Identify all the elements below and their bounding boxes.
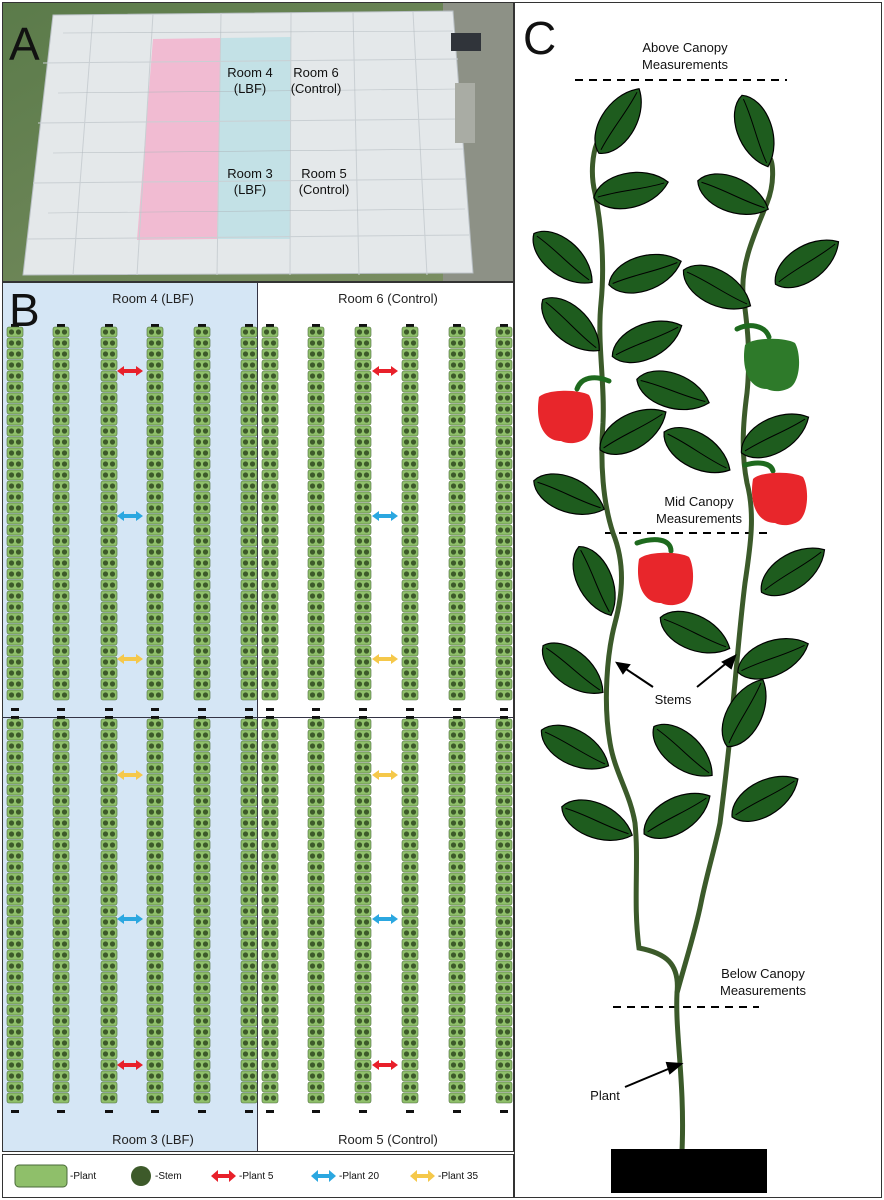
- plant-row: [146, 716, 164, 1113]
- photo-room-3-line1: Room 3: [227, 166, 273, 181]
- plant-row: [100, 716, 118, 1113]
- plant-row: [448, 716, 466, 1113]
- plant-row: [354, 716, 372, 1113]
- plant-35-arrow: [372, 770, 398, 780]
- stems-arrow-left: [615, 661, 654, 688]
- above-canopy-line1: Above Canopy: [642, 40, 728, 55]
- plant-rows-diagram: [6, 324, 513, 1113]
- legend-stem-swatch: [131, 1166, 151, 1186]
- plant-20-arrow: [117, 511, 143, 521]
- below-canopy-label: Below Canopy Measurements: [683, 965, 843, 999]
- plant-row: [448, 324, 466, 711]
- panel-a-letter: A: [9, 18, 40, 70]
- plant-20-arrow: [372, 511, 398, 521]
- legend-plant-text: -Plant: [70, 1171, 97, 1182]
- panel-b-room-layout: Room 4 (LBF) Room 6 (Control) Room 3 (LB…: [2, 282, 514, 1152]
- mid-canopy-line1: Mid Canopy: [664, 494, 734, 509]
- room-6-area: [258, 283, 513, 718]
- plant-row: [240, 324, 258, 711]
- plant-row: [401, 324, 419, 711]
- below-canopy-line2: Measurements: [720, 983, 806, 998]
- room-4-label: Room 4 (LBF): [112, 291, 194, 306]
- room-5-label: Room 5 (Control): [338, 1132, 438, 1147]
- room-4-area: [3, 283, 258, 718]
- above-canopy-line2: Measurements: [642, 57, 728, 72]
- pepper-plant-illustration: [522, 79, 849, 1193]
- plant-5-arrow: [372, 366, 398, 376]
- photo-room-4-line2: (LBF): [233, 81, 267, 96]
- room-3-label: Room 3 (LBF): [112, 1132, 194, 1147]
- plant-label: Plant: [590, 1088, 620, 1103]
- plant-row: [240, 716, 258, 1113]
- plant-5-arrow: [372, 1060, 398, 1070]
- plant-row: [495, 324, 513, 711]
- legend-plant5-arrow: [211, 1170, 236, 1182]
- plant-row: [495, 716, 513, 1113]
- plant-row: [261, 324, 279, 711]
- pepper-red-2: [742, 460, 808, 526]
- legend-plant20-text: -Plant 20: [339, 1171, 380, 1182]
- photo-room-6-line1: Room 6: [293, 65, 339, 80]
- plant-5-arrow: [117, 1060, 143, 1070]
- mid-canopy-label: Mid Canopy Measurements: [619, 493, 779, 527]
- legend-plant-swatch: [14, 1164, 68, 1188]
- legend-plant20-arrow: [311, 1170, 336, 1182]
- plant-row: [52, 716, 70, 1113]
- panel-c-plant-diagram: C Above Canopy Measurements Mid Canopy M…: [514, 2, 882, 1198]
- plant-20-arrow: [117, 914, 143, 924]
- plant-row: [6, 324, 24, 711]
- stems-arrow-right: [696, 654, 737, 688]
- plant-row: [193, 324, 211, 711]
- below-canopy-line1: Below Canopy: [721, 966, 805, 981]
- plant-row: [146, 324, 164, 711]
- legend-symbols: [14, 1164, 435, 1188]
- pepper-red-1: [537, 375, 612, 444]
- panel-c-letter: C: [523, 12, 557, 64]
- plant-arrow: [624, 1061, 684, 1088]
- photo-room-3-label: Room 3 (LBF): [225, 166, 275, 198]
- legend-stem-text: -Stem: [155, 1171, 182, 1182]
- above-canopy-label: Above Canopy Measurements: [605, 39, 765, 73]
- photo-room-6-line2: (Control): [290, 81, 342, 96]
- mid-canopy-line2: Measurements: [656, 511, 742, 526]
- photo-room-6-label: Room 6 (Control): [283, 65, 349, 97]
- stem-left: [589, 140, 686, 1154]
- plant-row: [193, 716, 211, 1113]
- plant-row: [52, 324, 70, 711]
- photo-room-5-label: Room 5 (Control): [291, 166, 357, 198]
- stem-right: [674, 155, 776, 996]
- plant-row: [354, 324, 372, 711]
- panel-a-aerial-photo: A Room 4 (LBF) Room 6 (Control) Room 3 (…: [2, 2, 514, 282]
- legend-plant5-text: -Plant 5: [239, 1171, 274, 1182]
- plant-row: [307, 716, 325, 1113]
- photo-room-5-line1: Room 5: [301, 166, 347, 181]
- legend-plant35-text: -Plant 35: [438, 1171, 479, 1182]
- plant-row: [261, 716, 279, 1113]
- photo-room-5-line2: (Control): [298, 182, 350, 197]
- plant-35-arrow: [117, 654, 143, 664]
- photo-room-4-line1: Room 4: [227, 65, 273, 80]
- plant-row: [401, 716, 419, 1113]
- room-6-label: Room 6 (Control): [338, 291, 438, 306]
- photo-room-3-line2: (LBF): [233, 182, 267, 197]
- room-3-area: [3, 718, 258, 1151]
- plant-20-arrow: [372, 914, 398, 924]
- plant-pot: [611, 1149, 767, 1193]
- legend-plant35-arrow: [410, 1170, 435, 1182]
- photo-room-4-label: Room 4 (LBF): [225, 65, 275, 97]
- pepper-green-1: [734, 323, 800, 392]
- greenhouse-aerial-image: [3, 3, 513, 281]
- stems-label: Stems: [654, 692, 692, 707]
- plant-row: [100, 324, 118, 711]
- plant-35-arrow: [372, 654, 398, 664]
- plant-35-arrow: [117, 770, 143, 780]
- pepper-red-3: [634, 537, 694, 606]
- plant-row: [307, 324, 325, 711]
- plant-5-arrow: [117, 366, 143, 376]
- legend: -Plant -Stem -Plant 5 -Plant 20 -Plant 3…: [2, 1154, 514, 1198]
- panel-b-letter: B: [9, 284, 40, 336]
- plant-row: [6, 716, 24, 1113]
